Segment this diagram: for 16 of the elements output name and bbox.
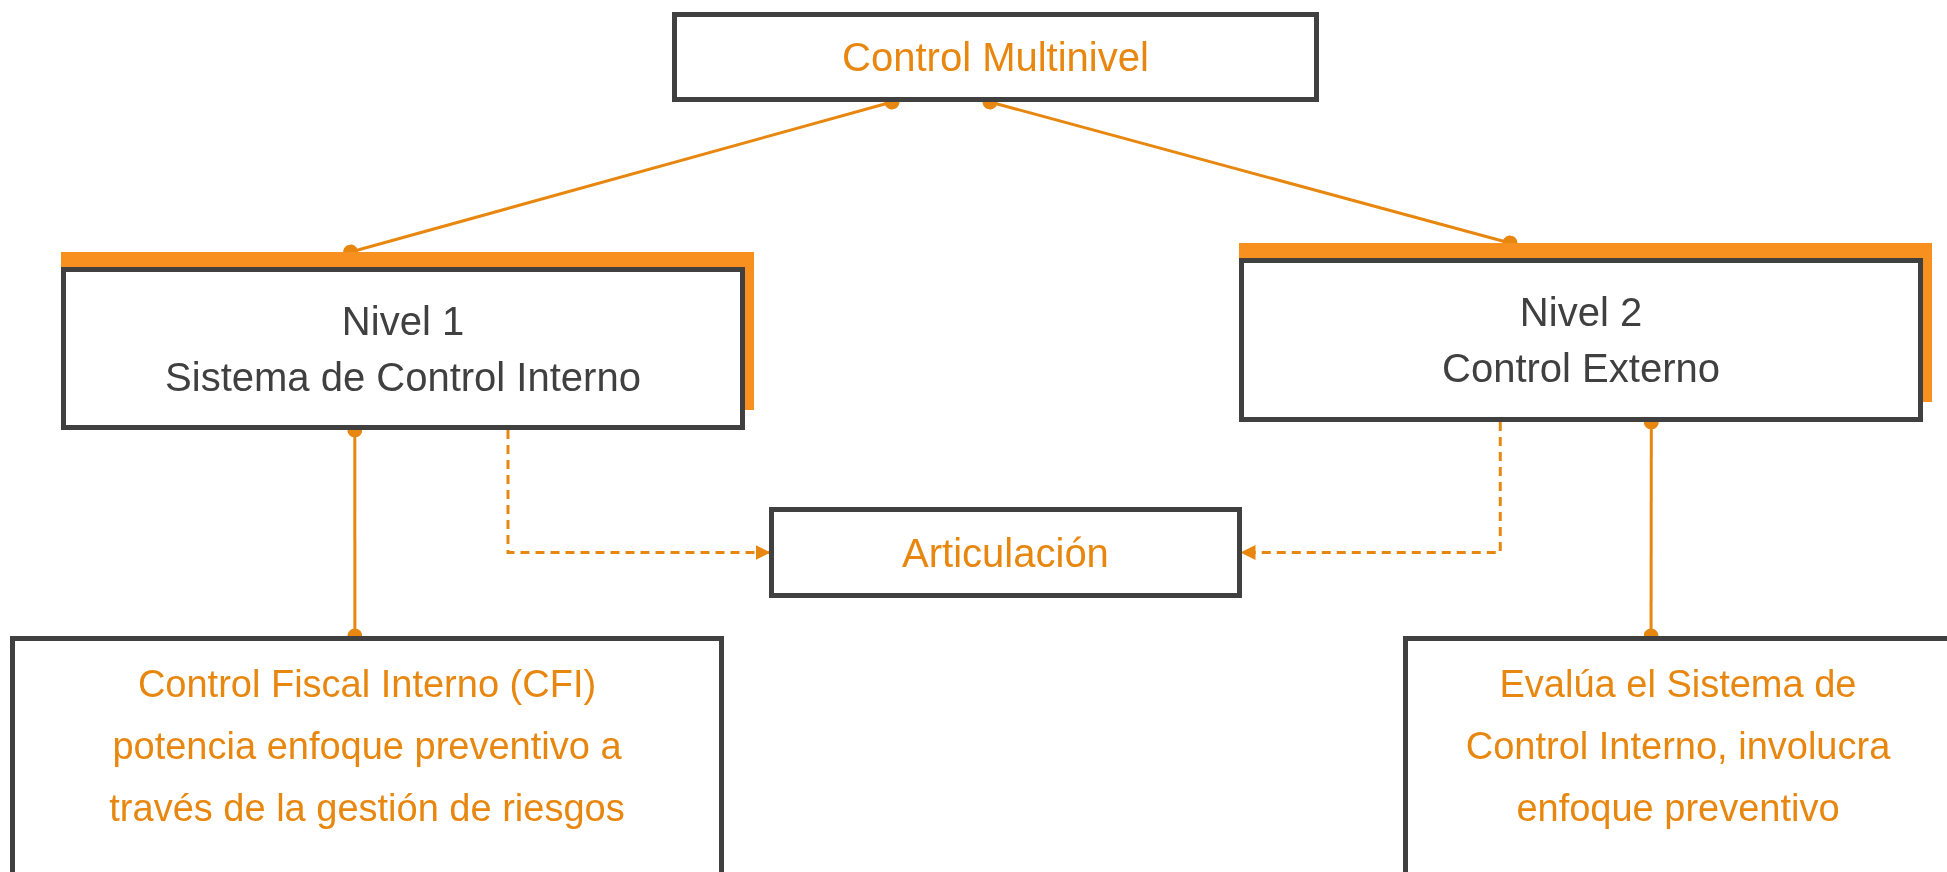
dashed-arrow xyxy=(1240,422,1502,560)
title-box xyxy=(769,507,1242,598)
level-box xyxy=(61,252,754,430)
box-label: Control Fiscal Interno (CFI) potencia enfoque preventivo a través de la gestión de riesgos xyxy=(108,662,626,831)
box-label: Control Multinivel xyxy=(842,34,1149,81)
title-box xyxy=(672,12,1319,102)
level-title: Nivel 2 xyxy=(1519,289,1643,336)
description-box xyxy=(1403,636,1947,872)
level-title: Nivel 1 xyxy=(341,297,465,345)
description-box xyxy=(10,636,724,872)
dashed-arrow xyxy=(506,430,771,560)
level-subtitle: Sistema de Control Interno xyxy=(165,353,641,401)
box-label: Evalúa el Sistema de Control Interno, involucra enfoque preventivo xyxy=(1464,662,1892,831)
level-subtitle: Control Externo xyxy=(1442,345,1720,392)
level-box xyxy=(1239,243,1932,422)
box-label: Articulación xyxy=(902,529,1109,577)
